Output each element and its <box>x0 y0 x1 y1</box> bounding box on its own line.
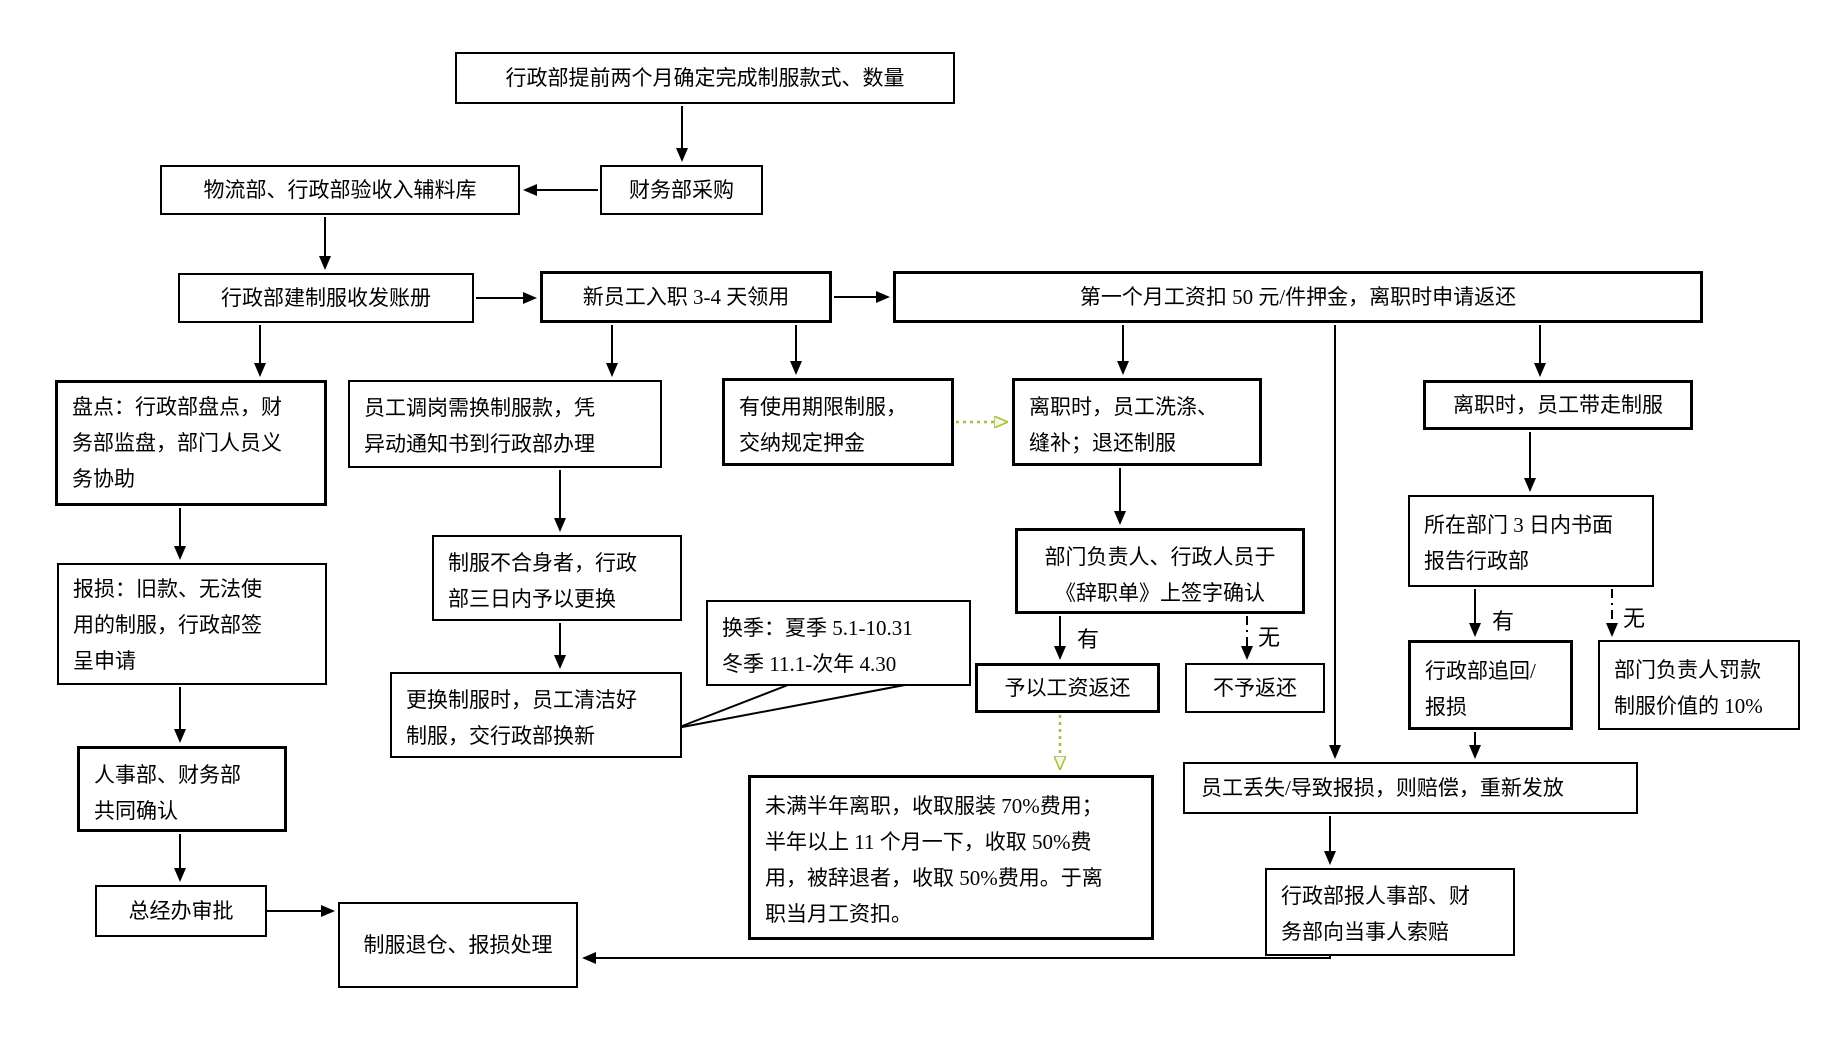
box-line: 职当月工资扣。 <box>765 902 912 926</box>
flow-box-sign-confirm: 部门负责人、行政人员于 《辞职单》上签字确认 <box>1015 528 1305 614</box>
box-line: 制服不合身者，行政 <box>448 551 637 575</box>
flow-box-finance-purchase: 财务部采购 <box>600 165 763 215</box>
box-line: 有使用期限制服， <box>739 395 907 419</box>
flow-box-warehouse-return: 制服退仓、报损处理 <box>338 902 578 988</box>
box-line: 《辞职单》上签字确认 <box>1055 581 1265 605</box>
flow-box-inventory: 盘点：行政部盘点，财 务部监盘，部门人员义 务协助 <box>55 380 327 506</box>
flow-box-claim: 行政部报人事部、财 务部向当事人索赔 <box>1265 868 1515 956</box>
box-line: 务部向当事人索赔 <box>1281 920 1449 944</box>
flow-box-new-employee: 新员工入职 3-4 天领用 <box>540 271 832 323</box>
flow-box-resign-take: 离职时，员工带走制服 <box>1423 380 1693 430</box>
flow-box-lost-compensate: 员工丢失/导致报损，则赔偿，重新发放 <box>1183 762 1638 814</box>
edge-label-sign-no: 无 <box>1256 620 1283 652</box>
flow-box-admin-recover: 行政部追回/ 报损 <box>1408 640 1573 730</box>
flow-box-resign-wash: 离职时，员工洗涤、 缝补；退还制服 <box>1012 378 1262 466</box>
flow-box-no-return: 不予返还 <box>1185 663 1325 713</box>
box-line: 缝补；退还制服 <box>1029 431 1176 455</box>
flow-box-ill-fitting: 制服不合身者，行政 部三日内予以更换 <box>432 535 682 621</box>
box-line: 共同确认 <box>94 799 178 823</box>
flow-box-return-salary: 予以工资返还 <box>975 663 1160 713</box>
flow-box-hr-finance-confirm: 人事部、财务部 共同确认 <box>77 746 287 832</box>
season-callout-tail <box>676 684 906 729</box>
box-line: 更换制服时，员工清洁好 <box>406 688 637 712</box>
flow-box-deposit: 第一个月工资扣 50 元/件押金，离职时申请返还 <box>893 271 1703 323</box>
edge-label-report-yes: 有 <box>1490 604 1517 636</box>
edge-label-report-no: 无 <box>1621 601 1648 633</box>
flow-box-gm-approve: 总经办审批 <box>95 885 267 937</box>
box-line: 行政部追回/ <box>1425 659 1536 683</box>
box-line: 异动通知书到行政部办理 <box>364 432 595 456</box>
box-line: 报损 <box>1425 695 1467 719</box>
flow-box-manager-fine: 部门负责人罚款 制服价值的 10% <box>1598 640 1800 730</box>
flow-box-replace-clean: 更换制服时，员工清洁好 制服，交行政部换新 <box>390 672 682 758</box>
box-line: 用的制服，行政部签 <box>73 613 262 637</box>
box-line: 用，被辞退者，收取 50%费用。于离 <box>765 866 1103 890</box>
box-line: 部三日内予以更换 <box>448 587 616 611</box>
box-line: 员工调岗需换制服款，凭 <box>364 396 595 420</box>
edge-label-sign-yes: 有 <box>1075 622 1102 654</box>
box-line: 行政部报人事部、财 <box>1281 884 1470 908</box>
green-arrows <box>956 422 1060 768</box>
box-line: 报损：旧款、无法使 <box>73 577 262 601</box>
box-line: 离职时，员工洗涤、 <box>1029 395 1218 419</box>
box-line: 呈申请 <box>73 649 136 673</box>
box-line: 务协助 <box>72 467 135 491</box>
box-line: 未满半年离职，收取服装 70%费用； <box>765 794 1103 818</box>
box-line: 半年以上 11 个月一下，收取 50%费 <box>765 830 1092 854</box>
flow-box-limited-term: 有使用期限制服， 交纳规定押金 <box>722 378 954 466</box>
box-line: 部门负责人、行政人员于 <box>1044 545 1276 569</box>
flow-box-dept-report: 所在部门 3 日内书面 报告行政部 <box>1408 495 1654 587</box>
box-line: 制服价值的 10% <box>1614 694 1763 718</box>
flow-box-ledger: 行政部建制服收发账册 <box>178 273 474 323</box>
box-line: 务部监盘，部门人员义 <box>72 431 282 455</box>
box-line: 部门负责人罚款 <box>1614 658 1761 682</box>
flow-box-logistics-accept: 物流部、行政部验收入辅料库 <box>160 165 520 215</box>
black-arrows <box>174 106 1618 964</box>
box-line: 交纳规定押金 <box>739 431 865 455</box>
flow-box-half-year-fee: 未满半年离职，收取服装 70%费用； 半年以上 11 个月一下，收取 50%费 … <box>748 775 1154 940</box>
box-line: 盘点：行政部盘点，财 <box>72 395 282 419</box>
flow-box-season-callout: 换季：夏季 5.1-10.31 冬季 11.1-次年 4.30 <box>706 600 971 686</box>
box-line: 所在部门 3 日内书面 <box>1424 513 1613 537</box>
box-line: 制服，交行政部换新 <box>406 724 595 748</box>
flow-box-transfer: 员工调岗需换制服款，凭 异动通知书到行政部办理 <box>348 380 662 468</box>
box-line: 报告行政部 <box>1424 549 1529 573</box>
box-line: 人事部、财务部 <box>94 763 241 787</box>
flow-box-damage-report: 报损：旧款、无法使 用的制服，行政部签 呈申请 <box>57 563 327 685</box>
flow-box-admin-determine: 行政部提前两个月确定完成制服款式、数量 <box>455 52 955 104</box>
box-line: 换季：夏季 5.1-10.31 <box>722 616 913 640</box>
box-line: 冬季 11.1-次年 4.30 <box>722 652 897 676</box>
connector-claim-to-warehouse <box>582 952 1331 964</box>
